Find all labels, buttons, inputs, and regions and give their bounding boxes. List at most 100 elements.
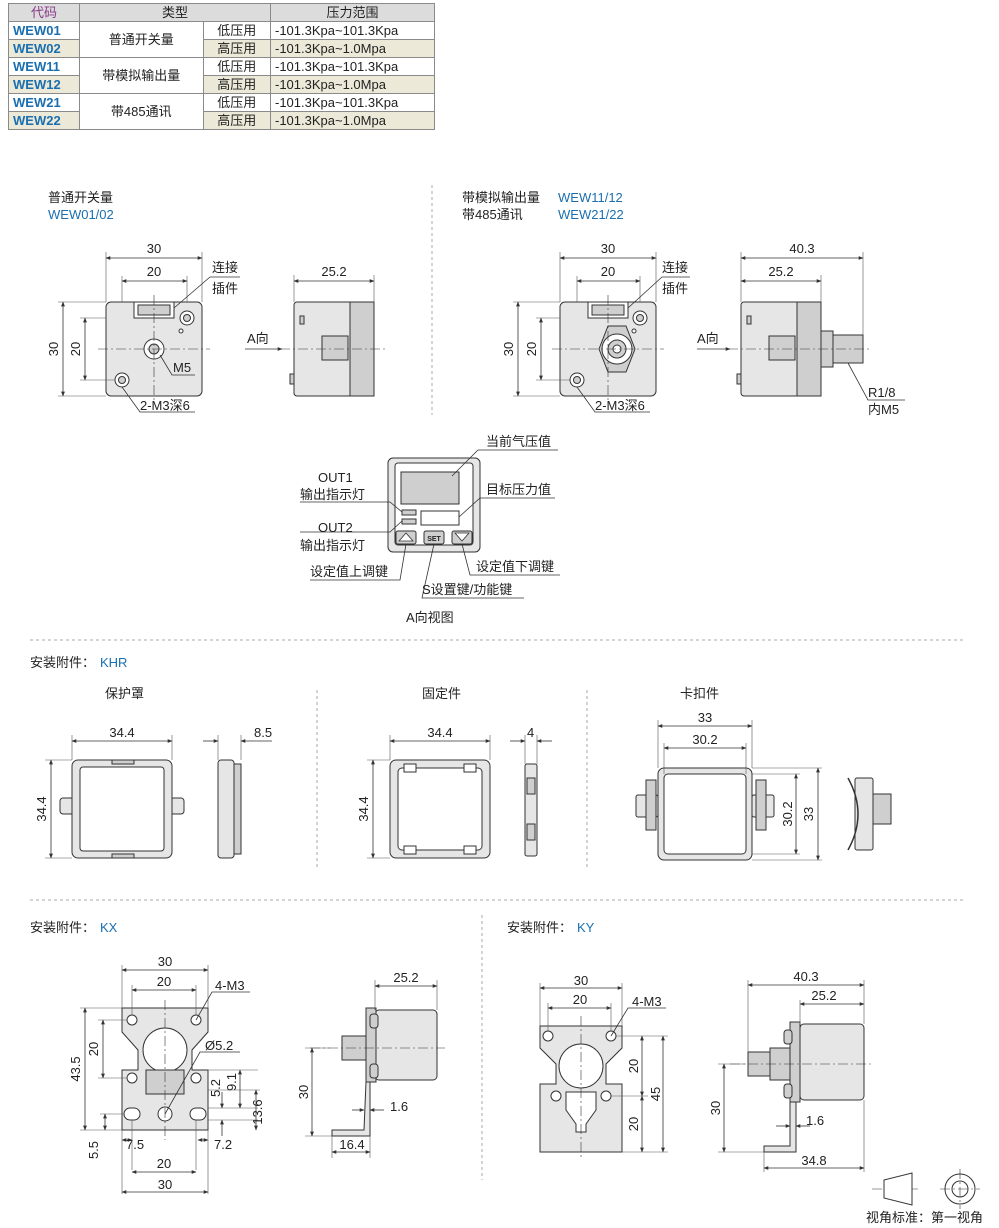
fix-side: 4: [510, 725, 552, 857]
set-key-label: SET: [427, 536, 441, 543]
label-r18: R1/8: [868, 385, 895, 400]
table-row: WEW02 高压用 -101.3Kpa~1.0Mpa: [8, 39, 435, 58]
indicator-out1: [401, 509, 417, 516]
label-diameter-5-2: Ø5.2: [205, 1038, 233, 1053]
dim-side-total: 40.3: [789, 241, 814, 256]
dim-height-45: 45: [648, 1087, 663, 1101]
cell-range: -101.3Kpa~101.3Kpa: [270, 93, 435, 112]
section-codes: WEW01/02: [48, 207, 114, 222]
dim-clip-height-inner: 30.2: [780, 801, 795, 826]
triangle-up-icon: [398, 532, 414, 542]
label-out1: OUT1: [318, 470, 353, 485]
cell-range: -101.3Kpa~1.0Mpa: [270, 39, 435, 58]
dim-width-20: 20: [157, 974, 171, 989]
dim-side-length: 34.8: [801, 1153, 826, 1168]
label-m3-depth: 2-M3深6: [595, 398, 645, 413]
cover-title: 保护罩: [105, 686, 144, 701]
side-view: 40.3 25.2 A向 R1/8 内M5: [697, 241, 905, 417]
cell-sub: 高压用: [202, 111, 272, 130]
label-plugin: 插件: [212, 281, 238, 296]
table-row: WEW12 高压用 -101.3Kpa~1.0Mpa: [8, 75, 435, 94]
dim-height-20: 20: [86, 1042, 101, 1056]
section-prefix: 安装附件：: [30, 920, 95, 935]
header-type: 类型: [79, 3, 271, 22]
section-analog-485: 带模拟输出量 WEW11/12 带485通讯 WEW21/22 30 20: [462, 190, 905, 417]
cell-sub: 低压用: [202, 57, 272, 76]
cell-code: WEW12: [8, 75, 80, 94]
cover-front: 34.4 34.4: [34, 725, 185, 859]
label-m5: M5: [173, 360, 191, 375]
dim-side-width: 25.2: [393, 970, 418, 985]
dim-bottom-5-5: 5.5: [86, 1141, 101, 1159]
clip-title: 卡扣件: [680, 686, 719, 701]
dim-side-thickness: 1.6: [806, 1113, 824, 1128]
cell-range: -101.3Kpa~101.3Kpa: [270, 21, 435, 40]
truncated-cone-icon: [883, 1172, 913, 1206]
indicator-out2: [401, 518, 417, 525]
label-4-m3: 4-M3: [215, 978, 245, 993]
dim-side-total: 40.3: [793, 969, 818, 984]
cell-type: 带模拟输出量: [79, 57, 204, 94]
side-view: 25.2 A向: [245, 264, 385, 397]
section-code: KY: [577, 920, 595, 935]
table-header-row: 代码 类型 压力范围: [8, 3, 435, 22]
label-a-direction: A向: [247, 331, 269, 346]
dim-fix-height: 34.4: [356, 796, 371, 821]
section-prefix: 安装附件：: [30, 655, 95, 670]
label-a-direction: A向: [697, 331, 719, 346]
fix-title: 固定件: [422, 686, 461, 701]
section-codes-analog: WEW11/12: [558, 190, 623, 205]
table-row: WEW21 带485通讯 低压用 -101.3Kpa~101.3Kpa: [8, 93, 435, 130]
dim-fix-depth: 4: [527, 725, 534, 740]
label-4-m3: 4-M3: [632, 994, 662, 1009]
dim-height-30: 30: [46, 342, 61, 356]
dim-clip-width: 33: [698, 710, 712, 725]
label-out2: OUT2: [318, 520, 353, 535]
dim-height-9-1: 9.1: [224, 1073, 239, 1091]
a-view-panel: SET 当前气压值 目标压力值 OUT1 输出指示灯 OUT2 输出指示灯 设定…: [300, 434, 560, 625]
section-khr: 安装附件： KHR 保护罩 34.4 34.4 8.5: [30, 655, 892, 861]
label-m3-depth: 2-M3深6: [140, 398, 190, 413]
dim-side-width: 25.2: [768, 264, 793, 279]
dim-side-width: 25.2: [321, 264, 346, 279]
section-prefix: 安装附件：: [507, 920, 572, 935]
dim-width-20: 20: [601, 264, 615, 279]
section-standard-switch: 普通开关量 WEW01/02 30 20 30: [46, 190, 385, 413]
dim-bottom-20: 20: [157, 1156, 171, 1171]
section-kx: 安装附件： KX 30 20 4-M3 43.5: [30, 920, 445, 1194]
cover-side: 8.5: [203, 725, 272, 859]
section-code: KX: [100, 920, 118, 935]
dim-fix-width: 34.4: [427, 725, 452, 740]
dim-height-20-upper: 20: [626, 1059, 641, 1073]
label-connector: 连接: [662, 260, 688, 275]
dim-height-43-5: 43.5: [68, 1056, 83, 1081]
dim-cover-depth: 8.5: [254, 725, 272, 740]
dim-bottom-7-2: 7.2: [214, 1137, 232, 1152]
cell-code: WEW02: [8, 39, 80, 58]
header-code: 代码: [8, 3, 80, 22]
dim-width-20: 20: [147, 264, 161, 279]
cell-sub: 高压用: [202, 39, 272, 58]
label-a-view: A向视图: [406, 610, 454, 625]
footer-view-standard: 视角标准：第一视角: [866, 1210, 983, 1225]
dim-side-width: 25.2: [811, 988, 836, 1003]
dim-height-20: 20: [68, 342, 83, 356]
dim-width-20: 20: [573, 992, 587, 1007]
dim-height-20-lower: 20: [626, 1117, 641, 1131]
label-up-key: 设定值上调键: [310, 564, 388, 579]
fix-front: 34.4 34.4: [356, 725, 491, 859]
dim-height-30: 30: [501, 342, 516, 356]
label-connector: 连接: [212, 260, 238, 275]
label-set-key: S设置键/功能键: [422, 582, 512, 597]
front-view: 30 20 30 20 连接 插件 M5 2-M3深6: [46, 241, 240, 413]
dim-side-height: 30: [296, 1085, 311, 1099]
dim-bottom-7-5: 7.5: [126, 1137, 144, 1152]
section-ky: 安装附件： KY 30 20 4-M3 20 20: [507, 920, 872, 1172]
cell-type: 带485通讯: [79, 93, 204, 130]
front-view: 30 20 30 20 连接 插件 2-M3深6: [501, 241, 690, 413]
section-title-analog: 带模拟输出量: [462, 190, 540, 205]
spec-table: 代码 类型 压力范围 WEW01 普通开关量 低压用 -101.3Kpa~101…: [8, 3, 435, 130]
dim-side-height: 30: [708, 1101, 723, 1115]
ky-side: 40.3 25.2 30 1.6 34.8: [708, 969, 872, 1172]
